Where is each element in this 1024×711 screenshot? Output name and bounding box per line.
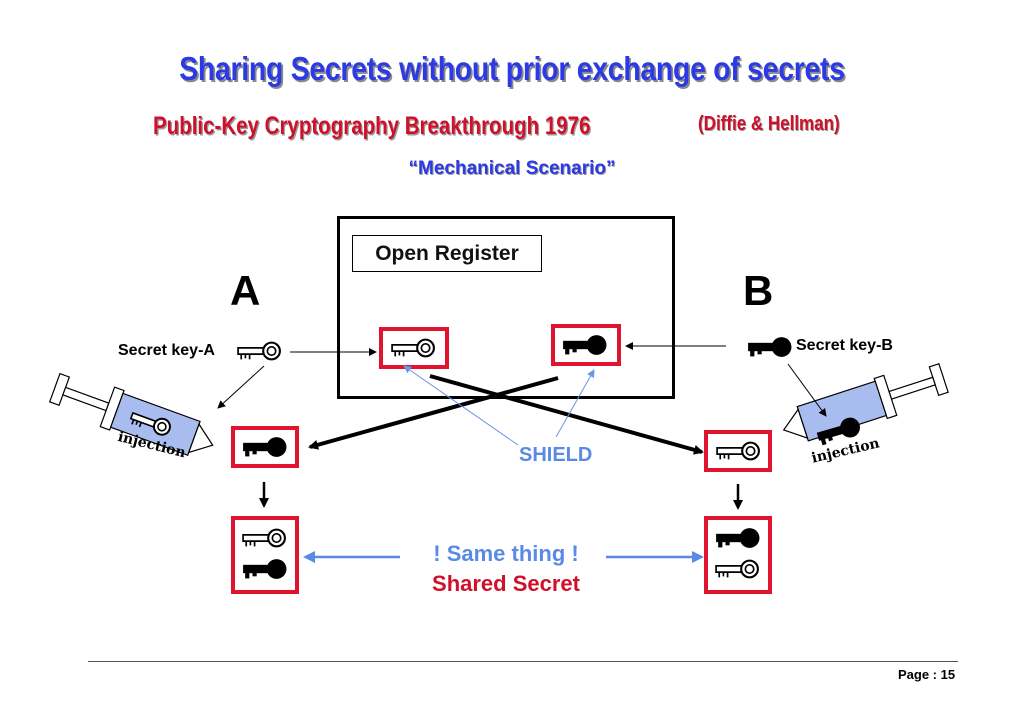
- secret-key-a-label: Secret key-A: [118, 342, 215, 359]
- arrow-register-b-to-a: [308, 376, 559, 450]
- same-thing-label: ! Same thing !: [433, 541, 579, 566]
- syringe-b-icon: [782, 363, 949, 442]
- shared-secret-label: Shared Secret: [432, 571, 580, 596]
- arrow-register-a-to-b: [429, 374, 704, 455]
- result-box-a: [231, 516, 299, 594]
- slide-title: Sharing Secrets without prior exchange o…: [179, 50, 845, 87]
- party-b-label: B: [743, 267, 774, 314]
- arrow-key-a-to-syringe: [217, 365, 265, 409]
- secret-key-b-icon: [748, 337, 792, 357]
- page-number: Page : 15: [898, 667, 956, 682]
- arrow-key-b-to-syringe: [787, 363, 827, 417]
- shield-pointer-b: [555, 369, 595, 438]
- syringe-a-icon: [48, 372, 214, 457]
- open-register-label: Open Register: [352, 235, 542, 272]
- party-a-label: A: [230, 267, 261, 314]
- shield-label: SHIELD: [519, 444, 593, 466]
- slide-credit: (Diffie & Hellman): [698, 113, 840, 135]
- result-box-b: [704, 516, 772, 594]
- secret-key-a-icon: [236, 341, 282, 361]
- slide-subtitle: Public-Key Cryptography Breakthrough 197…: [153, 112, 591, 140]
- footer-divider: [88, 661, 958, 662]
- scenario-caption: “Mechanical Scenario”: [408, 158, 616, 179]
- secret-key-b-label: Secret key-B: [796, 337, 893, 354]
- shield-pointer-a: [403, 365, 519, 446]
